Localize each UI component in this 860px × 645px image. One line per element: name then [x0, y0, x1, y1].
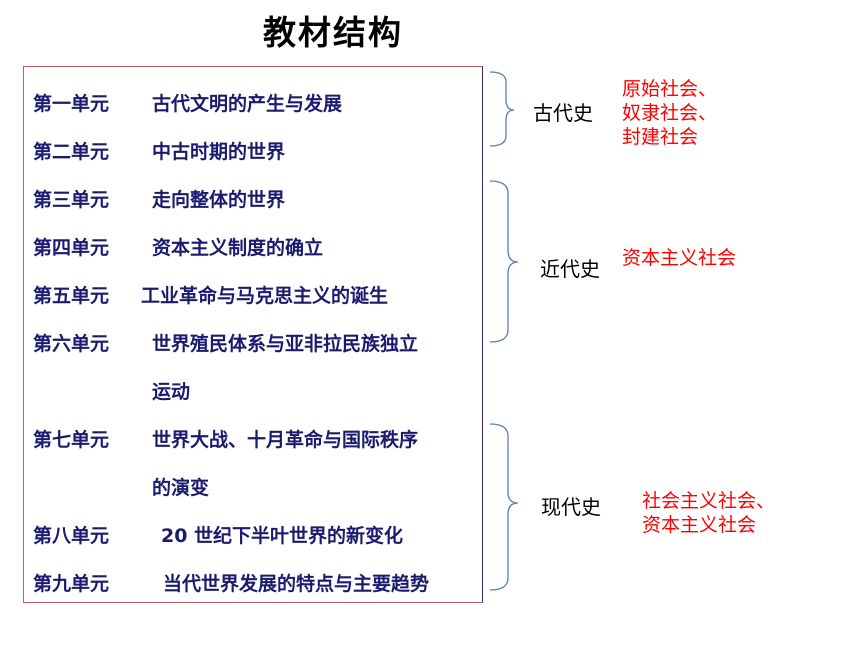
unit-title: 20 世纪下半叶世界的新变化: [161, 525, 404, 547]
society-contemporary: 社会主义社会、 资本主义社会: [642, 489, 775, 537]
units-box: [23, 66, 483, 603]
page-title: 教材结构: [263, 13, 403, 52]
unit-label: 第八单元: [33, 525, 110, 547]
unit-title: 当代世界发展的特点与主要趋势: [163, 573, 430, 595]
unit-title-continuation: 运动: [152, 381, 191, 403]
bracket-contemporary: [489, 423, 519, 591]
era-label-ancient: 古代史: [533, 101, 593, 125]
society-line: 社会主义社会、: [642, 490, 776, 512]
unit-label: 第六单元: [33, 333, 110, 355]
unit-title: 世界大战、十月革命与国际秩序: [152, 429, 419, 451]
society-line: 奴隶社会、: [622, 102, 718, 124]
era-label-modern: 近代史: [540, 257, 600, 281]
unit-label: 第五单元: [33, 285, 110, 307]
bracket-ancient: [489, 71, 515, 147]
unit-label: 第四单元: [33, 237, 110, 259]
unit-title-continuation: 的演变: [152, 477, 210, 499]
society-line: 封建社会: [622, 126, 699, 148]
society-ancient: 原始社会、 奴隶社会、 封建社会: [622, 77, 717, 149]
unit-title: 古代文明的产生与发展: [152, 93, 343, 115]
unit-label: 第一单元: [33, 93, 110, 115]
unit-label: 第七单元: [33, 429, 110, 451]
society-line: 原始社会、: [622, 78, 718, 100]
unit-title: 资本主义制度的确立: [152, 237, 324, 259]
society-line: 资本主义社会: [642, 514, 757, 536]
unit-title: 世界殖民体系与亚非拉民族独立: [152, 333, 419, 355]
unit-label: 第二单元: [33, 141, 110, 163]
unit-title: 中古时期的世界: [152, 141, 286, 163]
era-label-contemporary: 现代史: [541, 495, 601, 519]
society-modern: 资本主义社会: [622, 246, 736, 270]
society-line: 资本主义社会: [622, 247, 737, 269]
unit-label: 第九单元: [33, 573, 110, 595]
unit-title: 走向整体的世界: [152, 189, 286, 211]
unit-label: 第三单元: [33, 189, 110, 211]
bracket-modern: [489, 180, 519, 343]
unit-title: 工业革命与马克思主义的诞生: [141, 285, 389, 307]
